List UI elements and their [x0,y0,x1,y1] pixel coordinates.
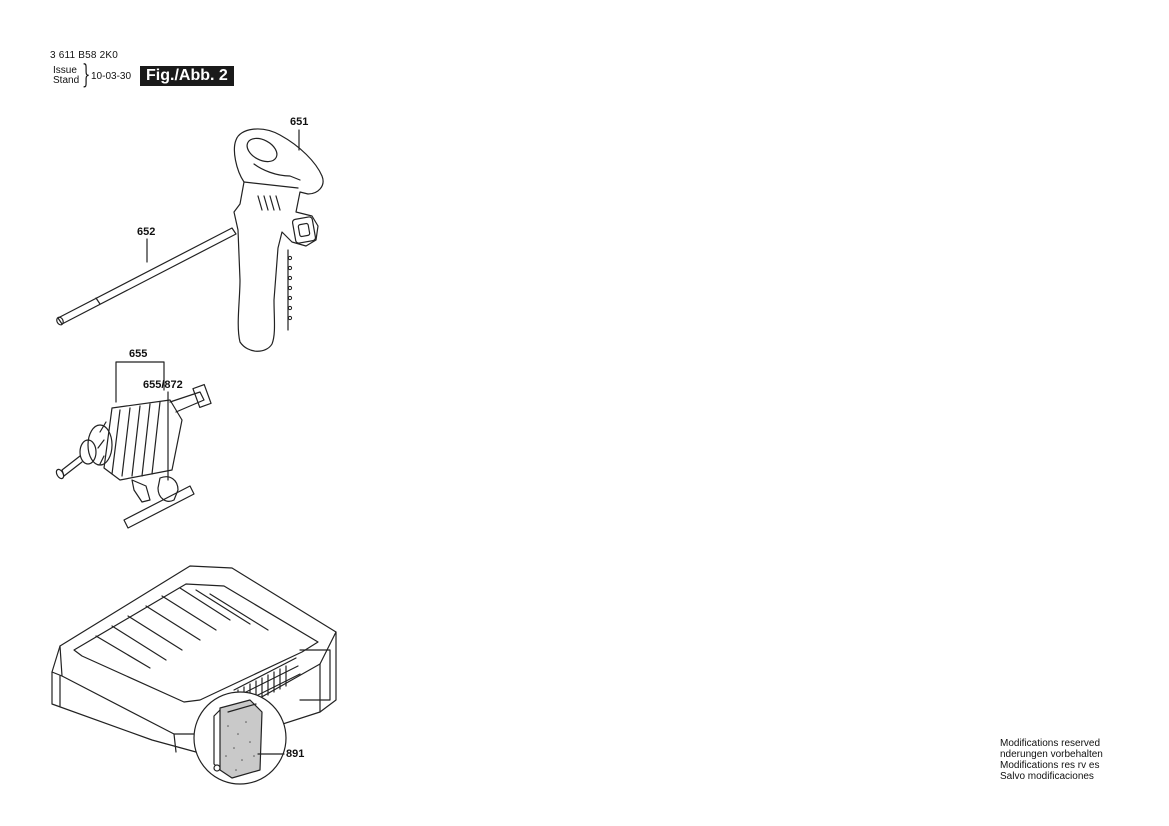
depth-stop-rod-drawing [56,227,237,326]
part-label-891: 891 [286,748,305,760]
carrying-case-drawing [51,565,337,753]
detail-circle-891 [193,691,287,785]
note-spanish: Salvo modificaciones [1000,771,1094,782]
issue-label: Issue [53,65,77,76]
part-label-655: 655 [129,348,148,360]
document-number: 3 611 B58 2K0 [50,50,119,61]
note-german: nderungen vorbehalten [1000,749,1103,760]
note-french: Modifications res rv es [1000,760,1100,771]
insert-texture [225,721,255,771]
chuck-key-drawing [123,476,195,529]
part-label-651: 651 [290,116,309,128]
stand-label: Stand [53,75,80,86]
bracket-655 [115,361,165,403]
issue-date: 10-03-30 [91,71,132,82]
note-english: Modifications reserved [1000,738,1101,749]
part-label-652: 652 [137,226,156,238]
auxiliary-handle-drawing [233,128,324,352]
modifications-notes: Modifications reserved nderungen vorbeha… [1000,738,1103,782]
brace-glyph: } [82,60,91,90]
figure-label: Fig./Abb. 2 [140,66,234,86]
issue-stand-labels: Issue Stand [53,66,79,86]
drill-chuck-drawing [55,383,212,481]
part-label-655-872: 655/872 [143,379,183,391]
